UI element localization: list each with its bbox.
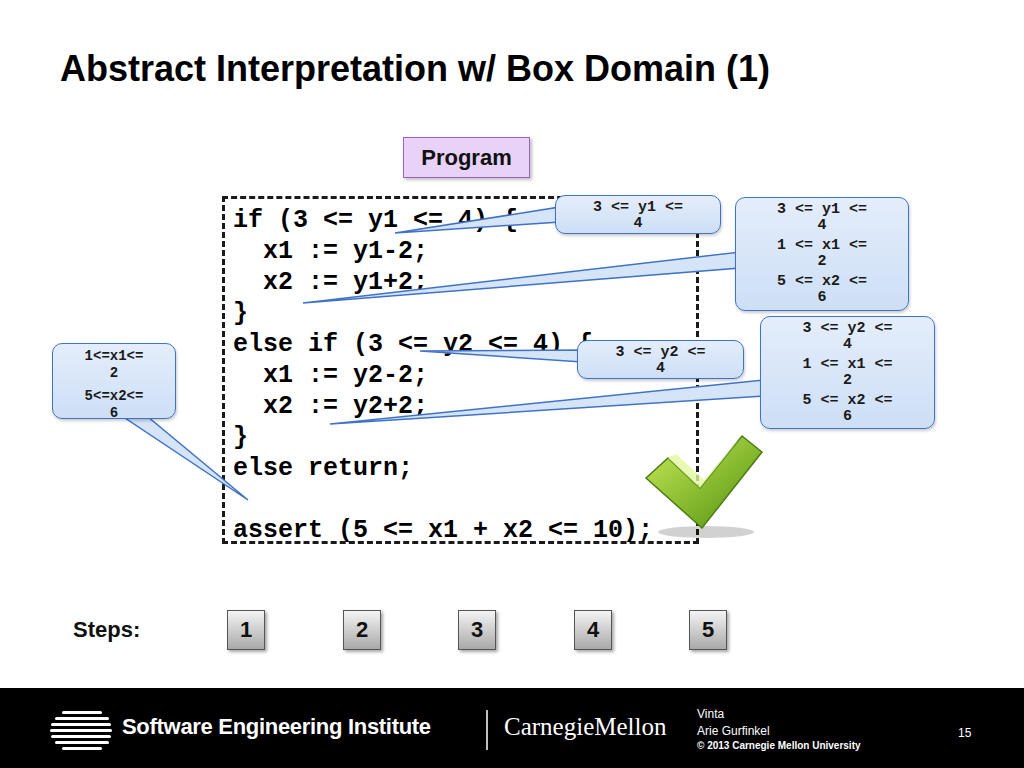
code-line: } <box>233 298 248 329</box>
sei-logo <box>50 711 112 750</box>
page-number: 15 <box>958 726 971 740</box>
callout-text: 1 <= x1 <= 2 <box>770 238 874 270</box>
callout-text: 1<=x1<= 2 <box>80 348 148 382</box>
step-number: 5 <box>702 617 714 643</box>
callout-box: 3 <= y1 <= 4 <box>555 195 721 234</box>
copyright-note: © 2013 Carnegie Mellon University <box>697 740 861 751</box>
institute-name: Software Engineering Institute <box>122 714 431 740</box>
callout-tails <box>116 207 765 500</box>
step-number: 2 <box>356 617 368 643</box>
code-line: } <box>233 422 248 453</box>
callout-text: 5<=x2<= 6 <box>80 388 148 422</box>
program-label-box: Program <box>403 137 530 178</box>
footer-divider <box>486 710 488 750</box>
step-box: 5 <box>689 610 727 650</box>
step-box: 4 <box>574 610 612 650</box>
step-number: 1 <box>240 617 252 643</box>
code-line: else return; <box>233 453 413 484</box>
callout-text: 5 <= x2 <= 6 <box>796 393 900 425</box>
code-line: x1 := y1-2; <box>263 236 428 267</box>
check-mark <box>646 436 762 538</box>
callout-tail <box>116 412 248 500</box>
code-line: x1 := y2-2; <box>263 360 428 391</box>
callout-text: 3 <= y1 <= 4 <box>770 202 874 234</box>
step-box: 3 <box>458 610 496 650</box>
callout-box: 1<=x1<= 2 5<=x2<= 6 <box>52 343 176 419</box>
box-label: Program <box>421 145 511 171</box>
callout-box: 3 <= y1 <= 4 1 <= x1 <= 2 5 <= x2 <= 6 <box>735 197 909 311</box>
callout-text: 3 <= y1 <= 4 <box>586 200 690 232</box>
callout-box: 3 <= y2 <= 4 1 <= x1 <= 2 5 <= x2 <= 6 <box>760 316 935 429</box>
university-name: CarnegieMellon <box>504 713 666 741</box>
step-box: 2 <box>343 610 381 650</box>
callout-text: 1 <= x1 <= 2 <box>796 357 900 389</box>
code-line: assert (5 <= x1 + x2 <= 10); <box>233 515 653 546</box>
slide-title: Abstract Interpretation w/ Box Domain (1… <box>60 48 770 90</box>
project-name: Vinta <box>697 707 724 721</box>
step-number: 3 <box>471 617 483 643</box>
step-number: 4 <box>587 617 599 643</box>
author-name: Arie Gurfinkel <box>697 724 770 738</box>
callout-text: 5 <= x2 <= 6 <box>770 274 874 306</box>
callout-text: 3 <= y2 <= 4 <box>609 345 713 377</box>
callout-box: 3 <= y2 <= 4 <box>577 340 744 379</box>
callout-text: 3 <= y2 <= 4 <box>796 321 900 353</box>
step-box: 1 <box>227 610 265 650</box>
steps-label: Steps: <box>73 617 140 643</box>
